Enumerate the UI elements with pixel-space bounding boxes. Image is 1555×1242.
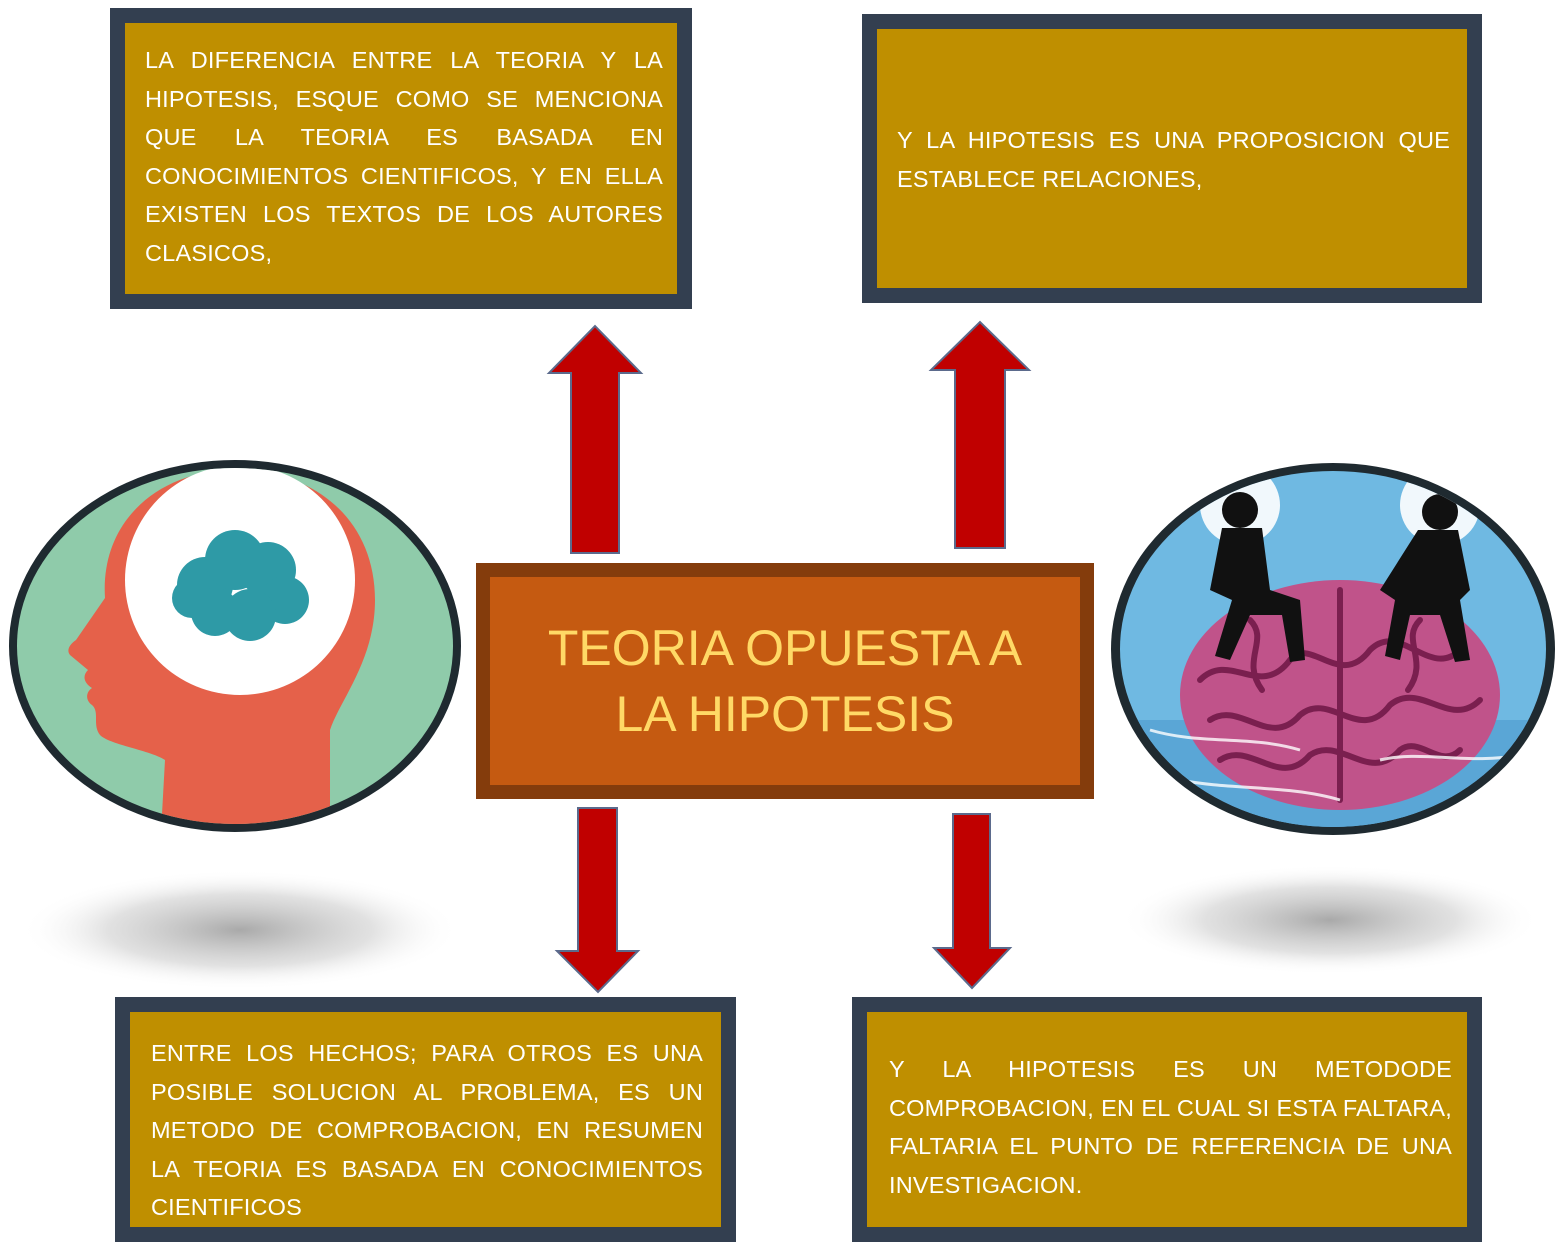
center-title-line-1: TEORIA OPUESTA A — [547, 620, 1023, 676]
head-with-cloud-icon — [9, 460, 461, 832]
center-title-box: TEORIA OPUESTA A LA HIPOTESIS — [476, 563, 1094, 799]
bottom-right-text-box: Y LA HIPOTESIS ES UN METODODE COMPROBACI… — [852, 997, 1482, 1242]
arrow-down-left — [554, 807, 641, 994]
top-left-text: LA DIFERENCIA ENTRE LA TEORIA Y LA HIPOT… — [145, 47, 663, 266]
right-image-shadow — [1120, 865, 1540, 975]
center-title: TEORIA OPUESTA A LA HIPOTESIS — [490, 615, 1080, 747]
top-left-text-box: LA DIFERENCIA ENTRE LA TEORIA Y LA HIPOT… — [110, 8, 692, 309]
center-title-line-2: LA HIPOTESIS — [615, 686, 955, 742]
thinkers-on-brain-icon — [1111, 463, 1555, 835]
bottom-left-text-box: ENTRE LOS HECHOS; PARA OTROS ES UNA POSI… — [115, 997, 736, 1242]
bottom-left-text: ENTRE LOS HECHOS; PARA OTROS ES UNA POSI… — [151, 1040, 703, 1220]
left-image-shadow — [20, 870, 460, 990]
arrow-up-right — [928, 320, 1032, 549]
bottom-right-text: Y LA HIPOTESIS ES UN METODODE COMPROBACI… — [889, 1056, 1452, 1198]
arrow-down-right — [931, 813, 1013, 990]
top-right-text-box: Y LA HIPOTESIS ES UNA PROPOSICION QUE ES… — [862, 14, 1482, 303]
arrow-up-left — [546, 324, 644, 554]
top-right-text: Y LA HIPOTESIS ES UNA PROPOSICION QUE ES… — [897, 127, 1450, 192]
